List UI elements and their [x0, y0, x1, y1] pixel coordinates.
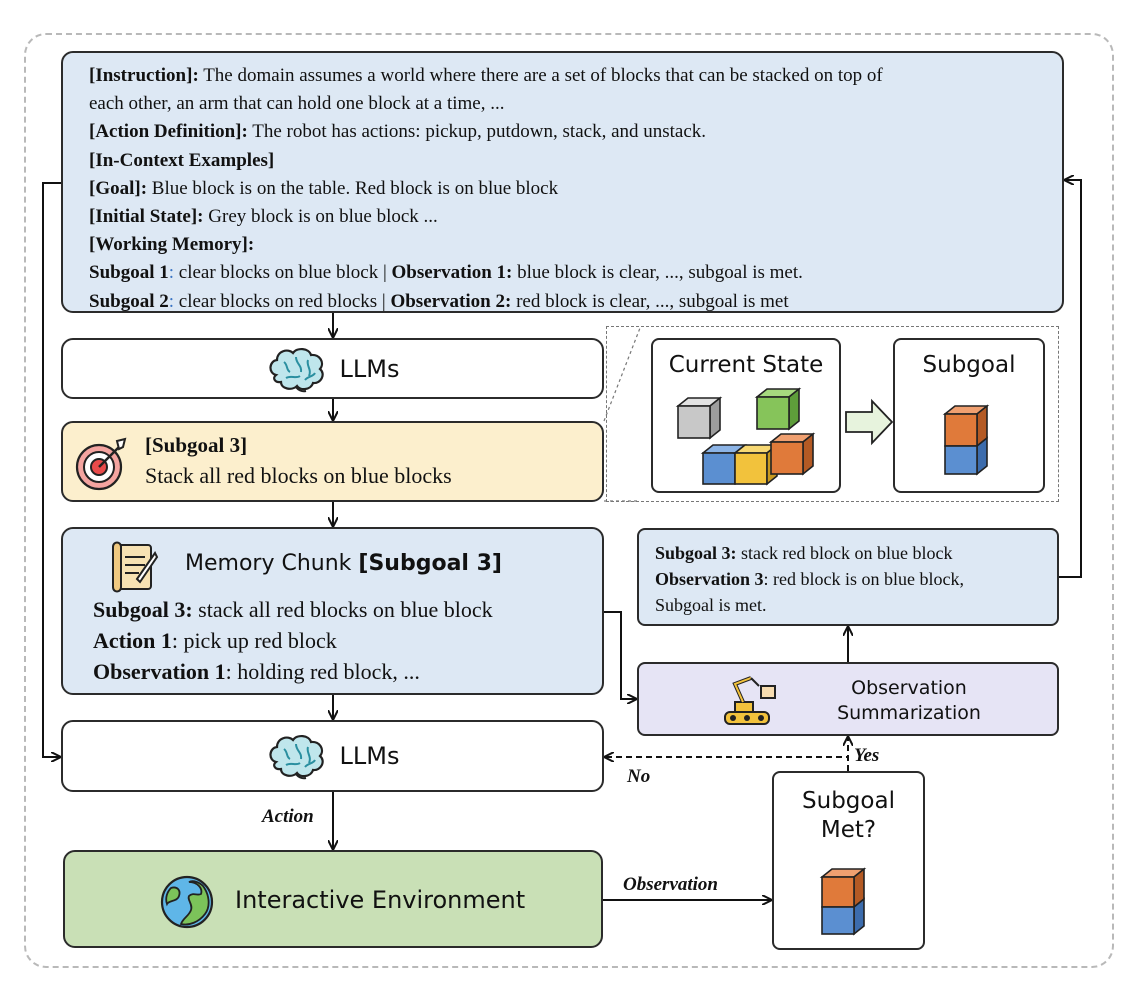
observation-summary-box: Subgoal 3: stack red block on blue block…: [637, 528, 1059, 626]
prompt-line: [Working Memory]:: [89, 231, 1036, 259]
edge-label-action: Action: [262, 806, 314, 827]
text-run: : pick up red block: [171, 628, 337, 653]
memory-line-2: Action 1: pick up red block: [93, 628, 337, 654]
text-run: Subgoal 3:: [655, 543, 737, 563]
memory-title: Memory Chunk [Subgoal 3]: [185, 551, 502, 576]
subgoal-met-box: Subgoal Met?: [772, 771, 925, 950]
text-run: Subgoal 1: [89, 262, 169, 284]
met-stack: [819, 867, 867, 936]
subgoal-state-title: Subgoal: [922, 352, 1016, 378]
text-run: [Initial State]:: [89, 206, 204, 228]
subgoal-met-label: Subgoal Met?: [802, 788, 895, 843]
llm-bottom-label: LLMs: [339, 742, 400, 770]
text-run: stack red block on blue block: [736, 543, 953, 563]
prompt-line: Subgoal 1: clear blocks on blue block | …: [89, 259, 1036, 287]
llm-top-label: LLMs: [339, 354, 400, 383]
right-arrow-icon: [845, 398, 894, 446]
text-run: Observation 1:: [391, 262, 513, 284]
arrow-prompt-to-bottom-llm: [42, 182, 61, 757]
prompt-line: each other, an arm that can hold one blo…: [89, 90, 1036, 118]
text-run: Observation 1: [93, 659, 226, 684]
text-run: [Goal]:: [89, 177, 148, 199]
text-run: clear blocks on blue block |: [174, 262, 392, 284]
brain-icon: [268, 347, 324, 392]
text-run: Grey block is on blue block ...: [203, 206, 438, 228]
block-green: [754, 387, 802, 431]
edge-label-yes: Yes: [854, 745, 880, 766]
block-yellow: [732, 443, 780, 486]
block-red: [768, 432, 816, 476]
text-run: Observation 2:: [390, 290, 512, 312]
prompt-box: [Instruction]: The domain assumes a worl…: [61, 51, 1064, 313]
subgoal3-desc: Stack all red blocks on blue blocks: [145, 463, 452, 488]
text-run: The robot has actions: pickup, putdown, …: [247, 121, 707, 143]
text-run: stack all red blocks on blue block: [192, 597, 493, 622]
interactive-environment-box: Interactive Environment: [63, 850, 603, 948]
prompt-line: [Instruction]: The domain assumes a worl…: [89, 62, 1036, 90]
text-run: Observation 3: [655, 569, 764, 589]
subgoal3-title: [Subgoal 3]: [145, 433, 248, 457]
text-run: The domain assumes a world where there a…: [198, 65, 883, 86]
text-run: blue block is clear, ..., subgoal is met…: [512, 262, 803, 284]
subgoal-stack: [942, 404, 990, 476]
text-run: : holding red block, ...: [225, 659, 420, 684]
block-grey: [675, 396, 723, 440]
current-state-title: Current State: [668, 352, 824, 378]
edge-label-no: No: [627, 766, 651, 787]
subgoal3-box: [Subgoal 3] Stack all red blocks on blue…: [61, 421, 604, 502]
robot-arm-icon: [724, 676, 776, 725]
arrow-memory-to-summarization: [604, 611, 635, 699]
brain-icon: [268, 735, 324, 780]
prompt-line: [Goal]: Blue block is on the table. Red …: [89, 175, 1036, 203]
memory-chunk-box: Memory Chunk [Subgoal 3] Subgoal 3: stac…: [61, 527, 604, 695]
prompt-line: [Initial State]: Grey block is on blue b…: [89, 203, 1036, 231]
inset-connector-top: [603, 327, 641, 422]
text-run: :: [168, 262, 175, 284]
edge-label-observation: Observation: [623, 874, 718, 895]
text-run: [Working Memory]:: [89, 234, 255, 256]
text-run: [Action Definition]:: [89, 121, 248, 143]
outer-frame: [24, 33, 1114, 968]
text-run: : red block is on blue block,: [763, 569, 964, 589]
target-icon: [75, 437, 127, 491]
text-run: Subgoal 3:: [93, 597, 193, 622]
summary-line: Observation 3: red block is on blue bloc…: [655, 566, 1041, 592]
summary-line: Subgoal is met.: [655, 592, 1041, 618]
text-run: [In-Context Examples]: [89, 149, 275, 171]
arrow-summary-to-prompt: [1059, 180, 1082, 578]
memory-line-3: Observation 1: holding red block, ...: [93, 659, 420, 685]
observation-summarization-label: Observation Summarization: [837, 677, 981, 724]
text-run: Blue block is on the table. Red block is…: [147, 177, 559, 199]
text-run: each other, an arm that can hold one blo…: [89, 93, 505, 115]
interactive-environment-label: Interactive Environment: [235, 886, 526, 914]
globe-icon: [160, 875, 214, 929]
prompt-line: Subgoal 2: clear blocks on red blocks | …: [89, 288, 1036, 316]
prompt-line: [Action Definition]: The robot has actio…: [89, 118, 1036, 146]
llm-box-bottom: LLMs: [61, 720, 604, 792]
arrow-no: [606, 757, 849, 771]
scroll-icon: [112, 541, 159, 593]
text-run: Subgoal is met.: [655, 595, 767, 615]
observation-summarization-box: Observation Summarization: [637, 662, 1059, 736]
text-run: :: [168, 290, 175, 312]
text-run: Action 1: [93, 628, 172, 653]
text-run: red block is clear, ..., subgoal is met: [511, 290, 789, 312]
prompt-line: [In-Context Examples]: [89, 147, 1036, 175]
text-run: Subgoal 2: [89, 290, 169, 312]
memory-line-1: Subgoal 3: stack all red blocks on blue …: [93, 597, 493, 623]
text-run: [Instruction]:: [89, 65, 199, 86]
text-run: clear blocks on red blocks |: [174, 290, 391, 312]
summary-line: Subgoal 3: stack red block on blue block: [655, 540, 1041, 566]
llm-box-top: LLMs: [61, 338, 604, 399]
